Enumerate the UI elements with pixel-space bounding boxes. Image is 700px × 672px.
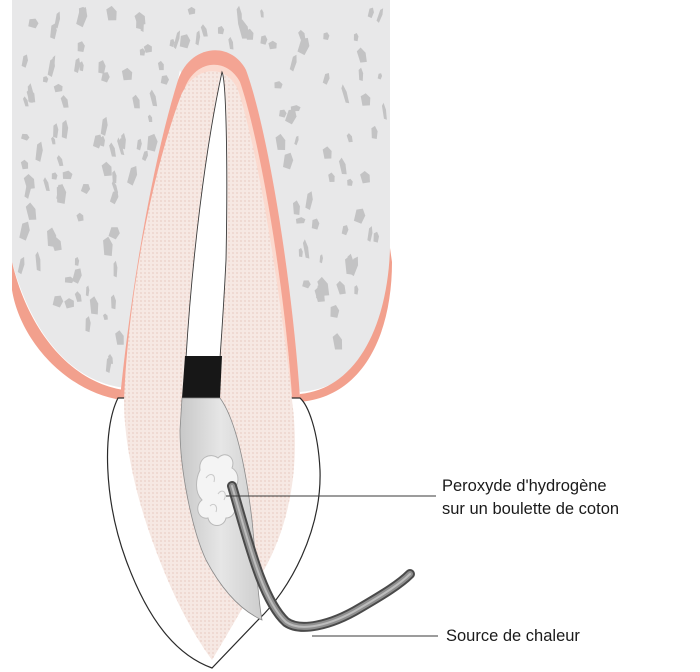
peroxide-label-line2: sur un boulette de coton <box>442 500 619 518</box>
peroxide-label-line1: Peroxyde d'hydrogène <box>442 477 607 495</box>
canal-seal <box>182 356 222 398</box>
heat-source-label: Source de chaleur <box>446 627 580 645</box>
